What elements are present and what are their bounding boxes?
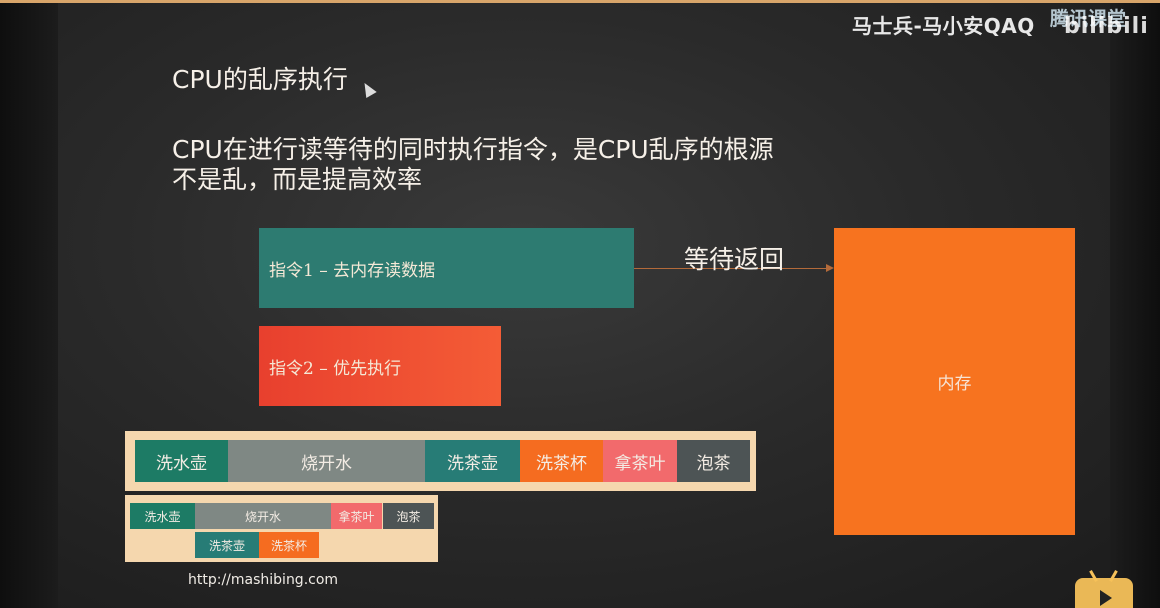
serial-sequence-panel: 洗水壶 烧开水 洗茶壶 洗茶杯 拿茶叶 泡茶	[125, 431, 756, 491]
step-wash-kettle: 洗水壶	[130, 503, 195, 529]
wait-return-label: 等待返回	[684, 245, 785, 274]
step-wash-kettle: 洗水壶	[135, 440, 228, 482]
slide-line-2: 不是乱，而是提高效率	[172, 165, 423, 194]
memory-box: 内存	[834, 228, 1075, 535]
uploader-watermark: 马士兵-马小安QAQ	[852, 14, 1035, 38]
step-brew-tea: 泡茶	[383, 503, 434, 529]
video-left-edge	[0, 0, 58, 608]
step-boil-water: 烧开水	[195, 503, 331, 529]
video-right-edge	[1110, 0, 1160, 608]
slide-line-1: CPU在进行读等待的同时执行指令，是CPU乱序的根源	[172, 135, 774, 164]
step-wash-cups: 洗茶杯	[259, 532, 319, 558]
bilibili-logo: bilibili	[1064, 14, 1149, 39]
wait-arrow-head-icon	[826, 264, 834, 272]
step-get-tea: 拿茶叶	[603, 440, 677, 482]
wait-arrow-line	[634, 268, 826, 269]
step-wash-teapot: 洗茶壶	[195, 532, 259, 558]
play-icon[interactable]	[1100, 590, 1112, 606]
instruction-1-box: 指令1 – 去内存读数据	[259, 228, 634, 308]
step-wash-teapot: 洗茶壶	[425, 440, 520, 482]
mouse-cursor-icon	[359, 79, 377, 99]
step-wash-cups: 洗茶杯	[520, 440, 603, 482]
instruction-2-box: 指令2 – 优先执行	[259, 326, 501, 406]
step-brew-tea: 泡茶	[677, 440, 750, 482]
top-border	[0, 0, 1160, 3]
parallel-sequence-panel: 洗水壶 烧开水 拿茶叶 泡茶 洗茶壶 洗茶杯	[125, 495, 438, 562]
slide-title: CPU的乱序执行	[172, 65, 348, 94]
step-get-tea: 拿茶叶	[331, 503, 382, 529]
step-boil-water: 烧开水	[228, 440, 425, 482]
tencent-classroom-logo: 腾讯课堂	[1050, 8, 1127, 30]
site-url: http://mashibing.com	[188, 572, 339, 588]
